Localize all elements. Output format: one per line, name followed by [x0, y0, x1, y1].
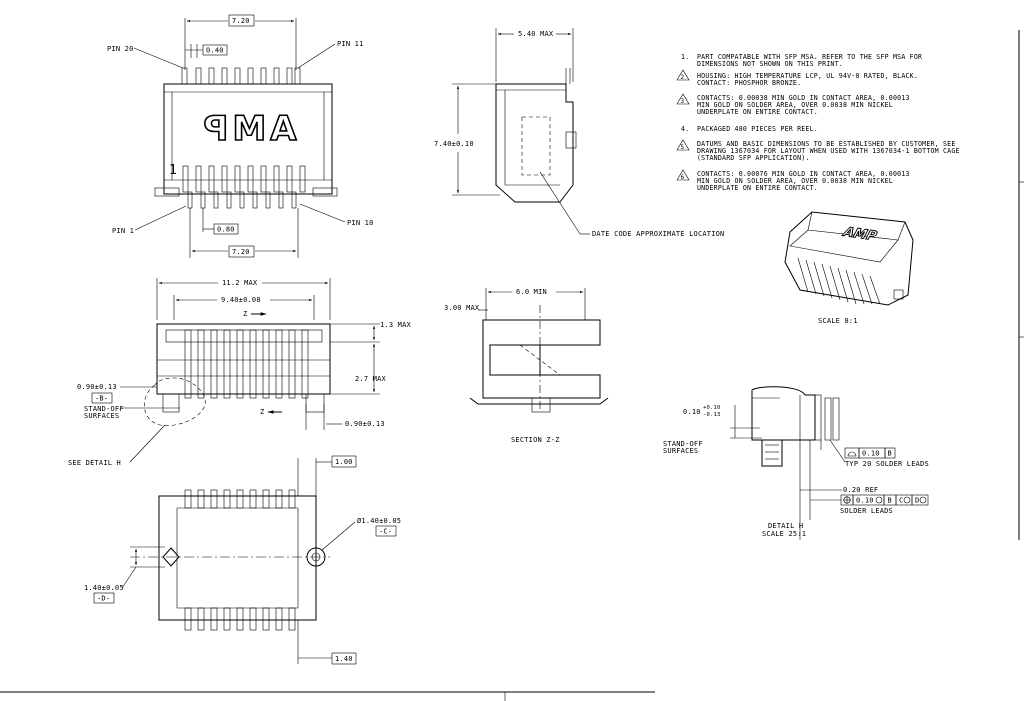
- date-code-label: DATE CODE APPROXIMATE LOCATION: [592, 230, 724, 238]
- datum-b: -B-: [95, 395, 108, 403]
- detail-h: 0.10 +0.10 -0.13 STAND-OFF SURFACES 0.10…: [663, 386, 929, 540]
- svg-text:UNDERPLATE ON ENTIRE CONTACT.: UNDERPLATE ON ENTIRE CONTACT.: [697, 184, 818, 192]
- section-height: 3.00 MAX: [444, 304, 480, 312]
- position-tolerance-frame: 0.10 B C D: [840, 494, 929, 506]
- bottom-view: 1.00: [84, 455, 401, 665]
- svg-text:B: B: [888, 497, 892, 505]
- svg-text:3: 3: [681, 98, 685, 105]
- svg-text:PACKAGED 480 PIECES PER REEL.: PACKAGED 480 PIECES PER REEL.: [697, 125, 818, 133]
- note-3: 3 CONTACTS: 0.00038 MIN GOLD IN CONTACT …: [676, 93, 910, 116]
- svg-text:DRAWING 1367034 FOR LAYOUT WHE: DRAWING 1367034 FOR LAYOUT WHEN USED WIT…: [697, 147, 960, 155]
- label-pin1: PIN 1: [112, 227, 134, 235]
- svg-text:CONTACTS: 0.00076 MIN GOLD IN: CONTACTS: 0.00076 MIN GOLD IN CONTACT AR…: [697, 170, 910, 178]
- svg-text:6: 6: [681, 174, 685, 181]
- svg-text:AMP: AMP: [199, 109, 296, 149]
- drawing-frame: [0, 30, 1024, 701]
- detail-h-label: DETAIL H: [768, 522, 803, 530]
- label-pin11: PIN 11: [337, 40, 364, 48]
- svg-text:CONTACT: PHOSPHOR BRONZE.: CONTACT: PHOSPHOR BRONZE.: [697, 79, 801, 87]
- section-zz: 6.0 MIN 3.00 MAX SECTION Z-Z: [444, 288, 609, 444]
- svg-text:B: B: [888, 450, 892, 458]
- svg-text:0.10: 0.10: [856, 497, 874, 505]
- svg-text:MIN GOLD ON SOLDER AREA, OVER: MIN GOLD ON SOLDER AREA, OVER 0.0038 MIN…: [697, 101, 893, 109]
- detail-standoff-2: SURFACES: [663, 447, 698, 455]
- svg-text:4.: 4.: [681, 125, 689, 133]
- section-arrow-top: Z: [243, 310, 247, 318]
- bottom-left-dim: 1.40±0.05: [84, 584, 124, 592]
- svg-text:DIMENSIONS NOT SHOWN ON THIS P: DIMENSIONS NOT SHOWN ON THIS PRINT.: [697, 60, 843, 68]
- front-standoff-2: SURFACES: [84, 412, 119, 420]
- note-4: 4. PACKAGED 480 PIECES PER REEL.: [681, 125, 818, 133]
- side-width: 5.40 MAX: [518, 30, 554, 38]
- svg-text:D: D: [915, 497, 919, 505]
- notes: 1. PART COMPATABLE WITH SFP MSA. REFER T…: [676, 53, 960, 192]
- iso-contacts: [797, 257, 881, 305]
- dim-pitch: 0.40: [206, 47, 224, 55]
- front-height-2: 2.7 MAX: [355, 375, 386, 383]
- detail-standoff-1: STAND-OFF: [663, 440, 703, 448]
- top-pins: [181, 67, 301, 85]
- front-view: 11.2 MAX 9.40±0.08 Z 1.3 MAX: [68, 278, 411, 467]
- svg-text:5: 5: [681, 144, 685, 151]
- bottom-hole-dim: Ø1.40±0.05: [357, 517, 401, 525]
- svg-text:DATUMS AND BASIC DIMENSIONS TO: DATUMS AND BASIC DIMENSIONS TO BE ESTABL…: [697, 140, 956, 148]
- dim-top-width: 7.20: [232, 17, 250, 25]
- detail-ref: 0.20 REF: [843, 486, 878, 494]
- svg-text:PART COMPATABLE WITH SFP MSA.: PART COMPATABLE WITH SFP MSA. REFER TO T…: [697, 53, 922, 61]
- note-1: 1. PART COMPATABLE WITH SFP MSA. REFER T…: [681, 53, 922, 68]
- detail-tol-plus: +0.10: [703, 405, 721, 411]
- typ-solder-leads: TYP 20 SOLDER LEADS: [845, 460, 929, 468]
- svg-text:UNDERPLATE ON ENTIRE CONTACT.: UNDERPLATE ON ENTIRE CONTACT.: [697, 108, 818, 116]
- side-height: 7.40±0.10: [434, 140, 474, 148]
- lower-contacts: [182, 165, 306, 209]
- svg-text:HOUSING: HIGH TEMPERATURE LCP,: HOUSING: HIGH TEMPERATURE LCP, UL 94V-0 …: [697, 72, 918, 80]
- diamond-pin: [162, 547, 180, 567]
- front-left-dim: 0.90±0.13: [77, 383, 117, 391]
- amp-logo: AMP: [199, 108, 298, 150]
- front-right-dim: 0.90±0.13: [345, 420, 385, 428]
- dim-pitch-bottom: 0.80: [217, 226, 235, 234]
- see-detail-h: SEE DETAIL H: [68, 459, 121, 467]
- datum-d: -D-: [97, 595, 110, 603]
- detail-tol-minus: -0.13: [703, 412, 721, 418]
- isometric-view: AMP SCALE 8:1: [784, 211, 914, 325]
- datum-c: -C-: [379, 528, 392, 536]
- profile-tolerance-frame: 0.10 B: [844, 447, 896, 459]
- dim-bottom-width: 7.20: [232, 248, 250, 256]
- svg-text:MIN GOLD ON SOLDER AREA, OVER: MIN GOLD ON SOLDER AREA, OVER 0.0038 MIN…: [697, 177, 893, 185]
- label-pin20: PIN 20: [107, 45, 134, 53]
- section-width: 6.0 MIN: [516, 288, 547, 296]
- top-view: 7.20 0.40 PIN 20 PIN 11: [107, 14, 374, 258]
- note-5: 5 DATUMS AND BASIC DIMENSIONS TO BE ESTA…: [676, 139, 960, 162]
- front-width-max: 11.2 MAX: [222, 279, 258, 287]
- section-label: SECTION Z-Z: [511, 436, 560, 444]
- front-height-1: 1.3 MAX: [380, 321, 411, 329]
- bottom-dim-top: 1.00: [335, 458, 353, 466]
- front-inner-width: 9.40±0.08: [221, 296, 261, 304]
- detail-tol-main: 0.10: [683, 408, 701, 416]
- svg-text:(STANDARD SFP APPLICATION).: (STANDARD SFP APPLICATION).: [697, 154, 810, 162]
- side-view: 5.40 MAX 7.40±0.10 DATE CODE APPROXIMATE…: [434, 28, 724, 238]
- solder-leads: SOLDER LEADS: [840, 507, 893, 515]
- section-arrow-bottom: Z: [260, 408, 264, 416]
- label-pin10: PIN 10: [347, 219, 374, 227]
- iso-amp-logo: AMP: [840, 225, 880, 243]
- bottom-top-pins: [184, 489, 296, 509]
- iso-scale: SCALE 8:1: [818, 317, 858, 325]
- bottom-lower-pins: [184, 607, 296, 631]
- front-contacts: [184, 329, 309, 399]
- detail-h-scale: SCALE 25:1: [762, 530, 806, 538]
- svg-text:1.: 1.: [681, 53, 689, 61]
- svg-text:CONTACTS: 0.00038 MIN GOLD IN: CONTACTS: 0.00038 MIN GOLD IN CONTACT AR…: [697, 94, 910, 102]
- pin-one-mark: 1: [169, 163, 177, 178]
- bottom-dim-bottom: 1.40: [335, 655, 353, 663]
- note-6: 6 CONTACTS: 0.00076 MIN GOLD IN CONTACT …: [676, 169, 910, 192]
- svg-text:0.10: 0.10: [862, 450, 880, 458]
- svg-text:2: 2: [681, 74, 685, 81]
- svg-text:C: C: [899, 497, 903, 505]
- front-standoff-1: STAND-OFF: [84, 405, 124, 413]
- round-peg: [306, 547, 326, 567]
- note-2: 2 HOUSING: HIGH TEMPERATURE LCP, UL 94V-…: [676, 69, 918, 87]
